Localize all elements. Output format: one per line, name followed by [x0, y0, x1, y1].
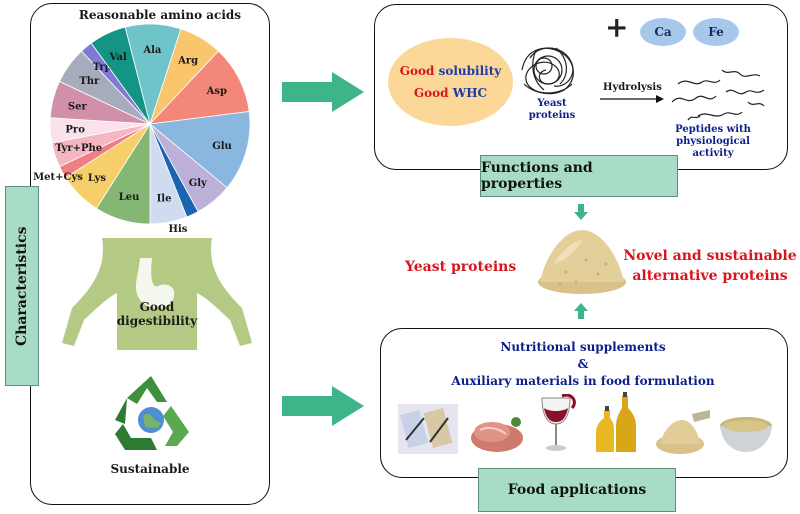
pie-title: Reasonable amino acids	[78, 8, 242, 22]
whc-text: WHC	[452, 86, 488, 100]
good-word-1: Good	[399, 64, 435, 78]
center-yeast-proteins: Yeast proteins	[405, 259, 517, 275]
plus-sign: +	[605, 11, 629, 44]
pie-label-lys: Lys	[88, 173, 106, 184]
pie-label-leu: Leu	[119, 192, 140, 203]
sustainable-label: Sustainable	[110, 462, 190, 476]
pie-slice-val	[90, 26, 151, 125]
yeast-protein-tangle-icon	[521, 47, 574, 95]
grain-bowl-icon	[720, 417, 772, 452]
pie-label-asp: Asp	[206, 86, 227, 97]
pie-slice-glu	[149, 111, 251, 189]
pie-label-trp: Trp	[93, 62, 112, 73]
applications-label-box: Food applications	[478, 468, 676, 512]
good-word-2: Good	[413, 86, 449, 100]
characteristics-label-text: Characteristics	[14, 226, 30, 346]
pie-label-val: Val	[109, 52, 127, 63]
recycle-icon	[115, 376, 189, 450]
calcium-label: Ca	[654, 25, 672, 39]
powder-scoop-icon	[656, 410, 710, 454]
pie-label-ile: Ile	[157, 194, 172, 205]
applications-line-3: Auxiliary materials in food formulation	[451, 374, 715, 388]
up-arrow-small	[574, 303, 588, 319]
wine-glass-icon	[541, 394, 576, 451]
pie-label-glu: Glu	[212, 141, 232, 152]
pie-label-met-cys: Met+Cys	[33, 172, 83, 183]
pie-label-gly: Gly	[189, 178, 208, 189]
functions-label-box: Functions and properties	[480, 155, 678, 197]
peptides-icon	[671, 69, 765, 121]
body-stomach-icon	[62, 238, 252, 350]
oil-bottles-icon	[596, 392, 636, 452]
down-arrow-small	[574, 204, 588, 220]
property-whc: Good WHC	[388, 86, 513, 100]
solubility-text: solubility	[438, 64, 502, 78]
pie-label-thr: Thr	[79, 76, 100, 87]
arrow-to-applications	[282, 386, 364, 426]
property-solubility: Good solubility	[388, 64, 513, 78]
pie-slice-asp	[148, 50, 250, 125]
functions-label-text: Functions and properties	[481, 160, 593, 192]
supplement-sachets-icon	[398, 404, 458, 454]
applications-line-2: &	[577, 357, 589, 371]
calcium-bubble: Ca	[640, 18, 686, 46]
hydrolysis-arrow	[600, 95, 664, 103]
yeast-proteins-small-label: Yeast proteins	[528, 98, 576, 121]
applications-label-text: Food applications	[507, 482, 647, 498]
pie-label-ala: Ala	[142, 45, 162, 56]
meat-icon	[471, 417, 523, 452]
pie-label-ser: Ser	[68, 101, 88, 112]
iron-bubble: Fe	[693, 18, 739, 46]
arrow-to-functions	[282, 72, 364, 112]
yeast-powder-heap	[538, 230, 626, 294]
pie-label-arg: Arg	[177, 55, 198, 66]
center-novel-proteins: Novel and sustainable alternative protei…	[623, 248, 797, 284]
digestibility-label: Good digestibility	[116, 300, 198, 328]
pie-label-tyr-phe: Tyr+Phe	[55, 143, 102, 154]
iron-label: Fe	[708, 25, 724, 39]
applications-line-1: Nutritional supplements	[500, 340, 666, 354]
properties-ellipse	[388, 38, 513, 126]
pie-label-pro: Pro	[65, 125, 85, 136]
hydrolysis-label: Hydrolysis	[603, 82, 662, 93]
peptides-label: Peptides with physiological activity	[675, 124, 751, 159]
pie-label-his: His	[169, 224, 188, 235]
